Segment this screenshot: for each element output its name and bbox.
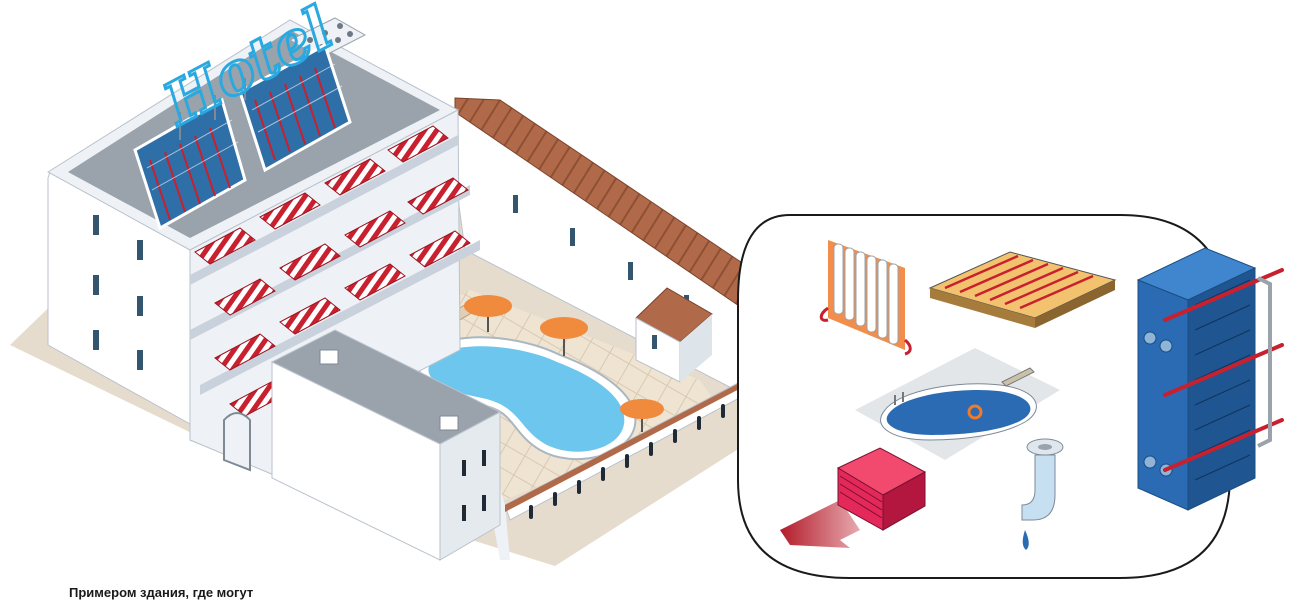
entrance-door [224, 413, 250, 470]
small-house-window [652, 335, 657, 349]
plate-heat-exchanger-icon [1138, 248, 1282, 510]
applications-panel [738, 215, 1282, 578]
hotel-building-icon: Hotel [10, 0, 815, 566]
caption-text: Примером здания, где могут [69, 585, 253, 600]
